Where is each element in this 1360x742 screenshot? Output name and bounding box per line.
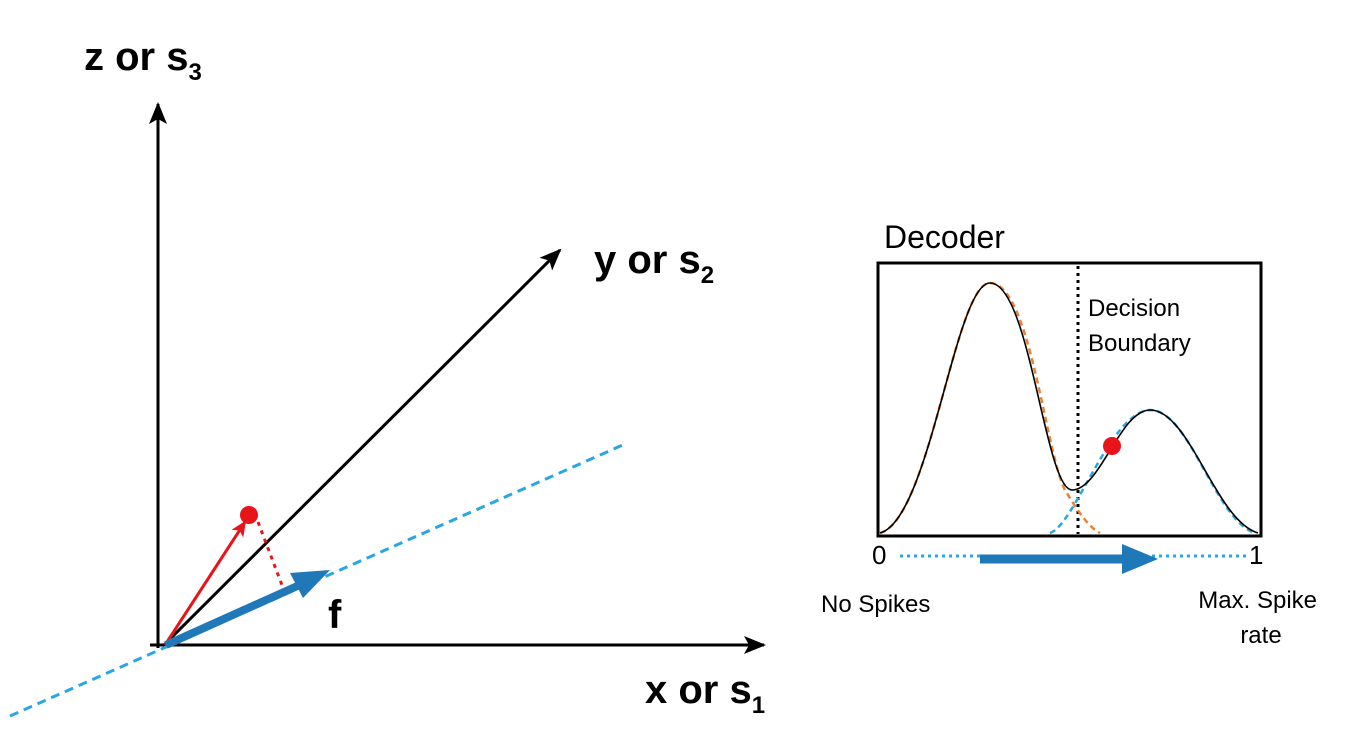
coordinate-axes xyxy=(149,102,766,654)
tick-zero: 0 xyxy=(872,540,886,570)
max-spike-rate-caption: Max. Spike rate xyxy=(1198,587,1323,649)
decoder-frame xyxy=(876,261,1263,538)
decoder-title: Decoder xyxy=(884,219,1005,255)
mixture-curve xyxy=(879,282,1259,534)
decoder-panel: Decoder Decision Boundary 0 1 No Spikes … xyxy=(821,219,1323,649)
projection-drop xyxy=(256,521,287,594)
rate-arrow xyxy=(980,544,1158,574)
decision-boundary-label: Decision Boundary xyxy=(1088,295,1191,357)
decoded-point xyxy=(1103,437,1121,455)
x-axis-label: x or s1 xyxy=(645,668,765,719)
y-axis xyxy=(162,248,562,647)
data-point xyxy=(240,506,258,524)
feature-arrow xyxy=(164,570,330,649)
data-vector xyxy=(163,520,247,646)
vector-label: f xyxy=(328,593,342,637)
tick-one: 1 xyxy=(1249,540,1263,570)
no-spikes-caption: No Spikes xyxy=(821,591,930,618)
y-axis-label: y or s2 xyxy=(594,238,714,289)
no-spike-component xyxy=(879,281,1101,535)
z-axis-label: z or s3 xyxy=(84,35,202,86)
